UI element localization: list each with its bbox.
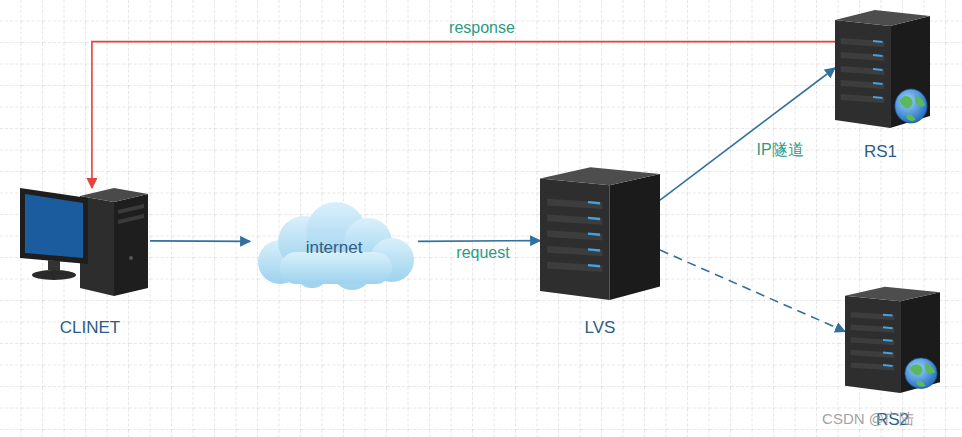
icon-part <box>588 265 600 266</box>
icon-part <box>841 38 885 47</box>
icon-part <box>841 66 885 75</box>
icon-part <box>883 339 893 342</box>
real-server: RS1 <box>835 8 930 128</box>
icon-part <box>48 260 60 271</box>
icon-part <box>610 174 660 300</box>
icon-part <box>845 287 940 301</box>
icon-part <box>900 95 926 121</box>
internet-cloud: internet <box>250 200 418 292</box>
icon-part <box>845 285 940 393</box>
icon-part <box>835 8 930 128</box>
icon-part <box>25 194 83 258</box>
node-label: internet <box>306 238 363 258</box>
icon-part <box>547 246 602 256</box>
icon-part <box>841 94 885 103</box>
icon-part <box>114 194 148 296</box>
edge-label: response <box>449 18 515 38</box>
icon-part <box>118 204 144 214</box>
connector-arrow <box>150 240 250 242</box>
icon-part <box>851 325 895 333</box>
icon-part <box>895 89 927 123</box>
icon-part <box>835 20 890 128</box>
icon-part <box>910 363 936 387</box>
icon-part <box>547 215 602 225</box>
icon-part <box>841 52 885 61</box>
icon-part <box>883 364 893 367</box>
lvs-server: LVS <box>540 165 660 300</box>
icon-part <box>80 188 148 202</box>
node-label: CLINET <box>60 318 120 338</box>
icon-part <box>873 97 883 98</box>
edge-label: IP隧道 <box>756 140 803 160</box>
icon-part <box>883 352 893 355</box>
icon-part <box>588 218 600 219</box>
icon-part <box>20 188 88 264</box>
icon-part <box>851 350 895 358</box>
icon-part <box>547 199 602 209</box>
icon-part <box>851 312 895 320</box>
connector-arrow <box>660 250 845 331</box>
node-label: LVS <box>585 318 616 338</box>
icon-part <box>588 202 600 203</box>
icon-part <box>890 16 930 128</box>
icon-part <box>129 256 133 260</box>
icon-part <box>588 234 600 235</box>
icon-part <box>883 314 893 317</box>
icon-part <box>905 358 937 389</box>
icon-part <box>547 262 602 272</box>
client-computer: CLINET <box>18 188 150 296</box>
icon-part <box>32 270 76 280</box>
icon-part <box>588 249 600 250</box>
icon-part <box>540 179 610 301</box>
node-label: RS1 <box>864 142 897 162</box>
icon-part <box>845 296 900 393</box>
watermark: CSDN @广陆 <box>822 410 914 428</box>
icon-part <box>900 292 940 393</box>
real-server: RS2 <box>845 285 940 393</box>
icon-part <box>873 83 883 84</box>
icon-part <box>547 230 602 240</box>
icon-part <box>18 188 150 296</box>
icon-part <box>851 337 895 345</box>
icon-part <box>873 69 883 70</box>
connector-arrow <box>660 68 835 200</box>
icon-part <box>258 202 414 290</box>
connector-arrow <box>92 42 835 188</box>
icon-part <box>873 41 883 42</box>
icon-part <box>540 167 660 185</box>
connector-arrow <box>418 240 540 242</box>
icon-part <box>835 10 930 26</box>
icon-part <box>873 55 883 56</box>
edge-label: request <box>456 243 509 263</box>
icon-part <box>841 80 885 89</box>
icon-part <box>883 326 893 329</box>
icon-part <box>851 362 895 370</box>
icon-part <box>118 214 144 224</box>
icon-part <box>540 165 660 300</box>
